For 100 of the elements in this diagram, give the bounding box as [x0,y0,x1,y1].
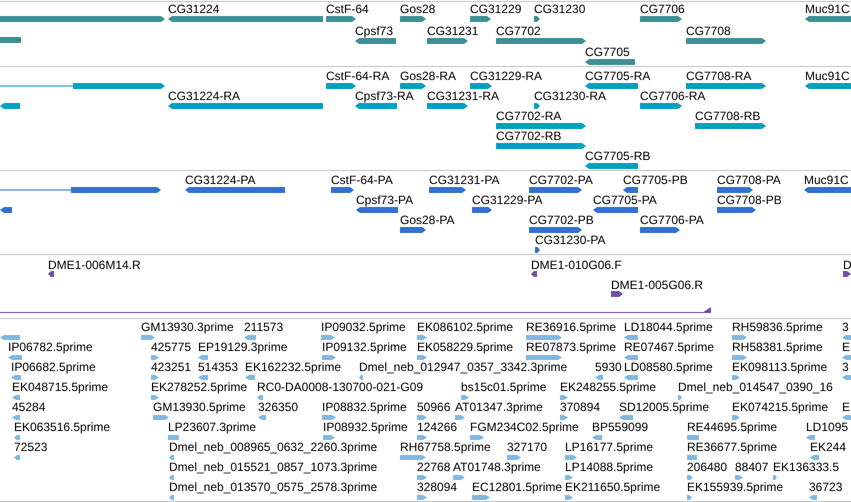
feature-label: CG7705 [585,46,630,59]
feature-label: 423251 [151,361,192,374]
feature-label: LP14088.5prime [565,461,654,474]
feature-label: CG7705-PA [593,194,657,207]
feature-label: Gos28-RA [400,70,456,83]
feature-label: 3 [842,361,849,374]
feature-label: RC0-DA0008-130700-021-G09 [257,381,424,394]
feature-label: CstF-64 [326,3,369,16]
feature-label: EK278252.5prime [151,381,248,394]
feature-label: EK248255.5prime [560,381,656,394]
feature-label: RE07467.5prime [624,341,714,354]
feature-label: 211573 [244,321,284,334]
feature-label: DME1-006M14.R [48,259,141,272]
feature-label: SD12005.5prime [619,401,710,414]
feature-label: CG7705-RB [585,150,650,163]
feature-label: LD08580.5prime [624,361,713,374]
feature-label: LP16177.5prime [565,441,654,454]
feature-label: BP559099 [592,421,648,434]
feature-label: EK136333.5 [773,461,840,474]
feature-label: E [842,341,850,354]
feature-label: 124266 [417,421,458,434]
feature-label: DME1-005G06.R [611,279,704,292]
feature-label: 36723 [809,481,842,494]
feature-label: CG7706-RA [640,90,706,103]
feature-label: EK086102.5prime [417,321,514,334]
feature-label: 327170 [507,441,548,454]
feature-label: LD18044.5prime [624,321,713,334]
feature-label: EK155939.5prime [687,481,784,494]
feature-label: IP09032.5prime [321,321,406,334]
feature-label: Cpsf73-PA [356,194,414,207]
feature-label: EK244 [810,441,846,454]
feature-label: CG31224-PA [185,174,256,187]
feature-label: CstF-64-PA [331,174,393,187]
feature-label: Dmel_neb_013570_0575_2578.3prime [169,481,378,494]
feature-label: CG7702-RB [496,130,562,143]
feature-label: RE44695.5prime [687,421,778,434]
feature-label: CG31230 [534,3,586,16]
feature-label: EK211650.5prime [565,481,660,494]
feature-label: Muc91C [805,3,850,16]
feature-label: EC12801.5prime [472,481,562,494]
feature-label: RE07873.5prime [526,341,616,354]
feature-label: Dmel_neb_015521_0857_1073.3prime [169,461,378,474]
feature-label: AT01748.3prime [453,461,541,474]
feature-label: EK098113.5prime [732,361,828,374]
feature-label: 5930 [595,361,622,374]
feature-label: LD1095 [806,421,848,434]
feature-label: Cpsf73 [355,25,394,38]
feature-label: IP09132.5prime [322,341,407,354]
feature-label: CG31229 [470,3,522,16]
feature-label: EP19129.3prime [198,341,288,354]
feature-label: DME1-010G06.F [531,259,622,272]
feature-label: EK058229.5prime [417,341,514,354]
feature-label: LP23607.3prime [168,421,256,434]
feature-label: RH59836.5prime [732,321,823,334]
feature-label: Muc91C [805,70,850,83]
feature-label: CG7708-PA [717,174,781,187]
feature-label: D [843,259,851,272]
feature-label: Gos28-PA [400,214,454,227]
feature-label: EK048715.5prime [12,381,108,394]
feature-label: 206480 [687,461,728,474]
feature-label: CG7708-PB [717,194,782,207]
feature-label: RE36677.5prime [687,441,778,454]
feature-label: 72523 [14,441,48,454]
feature-label: RE36916.5prime [526,321,616,334]
feature-label: CG31224-RA [168,90,240,103]
feature-label: GM13930.3prime [141,321,234,334]
feature-label: GM13930.5prime [153,401,246,414]
feature-label: IP08932.5prime [323,421,408,434]
feature-label: 88407 [735,461,768,474]
feature-label: CG31231 [427,25,478,38]
feature-label: CG7708-RA [686,70,752,83]
feature-label: E [842,401,850,414]
feature-label: 514353 [198,361,238,374]
feature-label: CG7706-PA [640,214,704,227]
feature-label: IP06782.5prime [8,341,93,354]
feature-label: CG7702-PB [529,214,594,227]
feature-label: Cpsf73-RA [355,90,414,103]
feature-label: 370894 [560,401,600,414]
feature-label: FGM234C02.5prime [470,421,579,434]
feature-label: Dmel_neb_012947_0357_3342.3prime [359,361,568,374]
feature-label: CG7702-PA [529,174,593,187]
feature-label: CG31229-RA [470,70,542,83]
feature-label: CG7708 [686,25,731,38]
feature-label: 50966 [417,401,450,414]
feature-label: CstF-64-RA [326,70,390,83]
feature-label: CG31230-RA [534,90,606,103]
feature-label: bs15c01.5prime [461,381,546,394]
feature-label: 22768 [417,461,450,474]
feature-label: CG31231-RA [427,90,500,103]
feature-label: IP08832.5prime [322,401,407,414]
feature-label: IP06682.5prime [11,361,96,374]
feature-label: 425775 [151,341,192,354]
feature-label: CG7702-RA [496,110,562,123]
feature-label: AT01347.3prime [455,401,543,414]
feature-label: RH58381.5prime [732,341,823,354]
feature-label: Muc91C [804,174,849,187]
feature-label: CG31231-PA [429,174,500,187]
feature-label: 326350 [258,401,298,414]
feature-label: CG7708-RB [695,110,760,123]
feature-label: Dmel_neb_014547_0390_16 [678,381,833,394]
